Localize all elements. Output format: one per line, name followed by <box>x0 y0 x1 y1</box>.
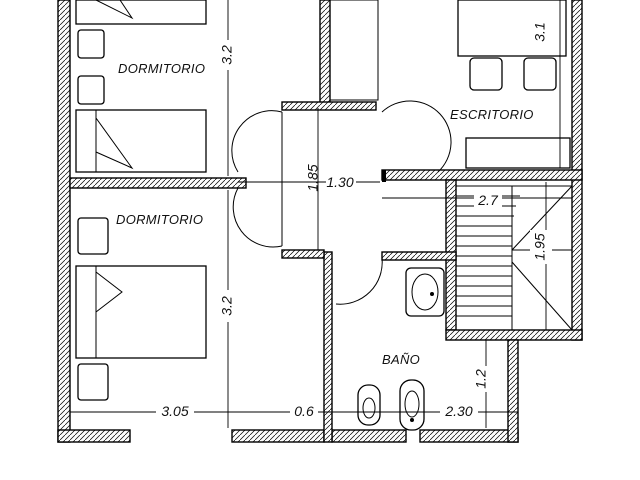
dim-stair-height: 1.95 <box>532 233 548 260</box>
dim-stair-width: 2.7 <box>477 192 499 208</box>
dimension-labels: 3.2 3.2 3.1 1.85 1.30 2.7 1.95 1.2 3.05 … <box>156 18 552 420</box>
dim-bath-height: 1.2 <box>473 369 489 389</box>
dim-hall-width: 1.30 <box>326 174 353 190</box>
dim-office-height: 3.1 <box>532 22 548 41</box>
dim-bottom-mid: 0.6 <box>294 403 314 419</box>
room-label-office: ESCRITORIO <box>450 107 534 122</box>
dim-bedroom-top-height: 3.2 <box>219 45 235 65</box>
walls <box>57 0 583 443</box>
dim-bottom-left: 3.05 <box>161 403 188 419</box>
room-label-bathroom: BAÑO <box>382 352 420 367</box>
doors <box>231 100 452 305</box>
dim-bottom-right: 2.30 <box>444 403 472 419</box>
furniture <box>75 0 571 431</box>
stairs <box>456 185 573 331</box>
dim-bedroom-bottom-height: 3.2 <box>219 296 235 316</box>
room-label-bedroom-bottom: DORMITORIO <box>116 212 203 227</box>
dim-hall-height: 1.85 <box>305 164 321 191</box>
room-label-bedroom-top: DORMITORIO <box>118 61 205 76</box>
